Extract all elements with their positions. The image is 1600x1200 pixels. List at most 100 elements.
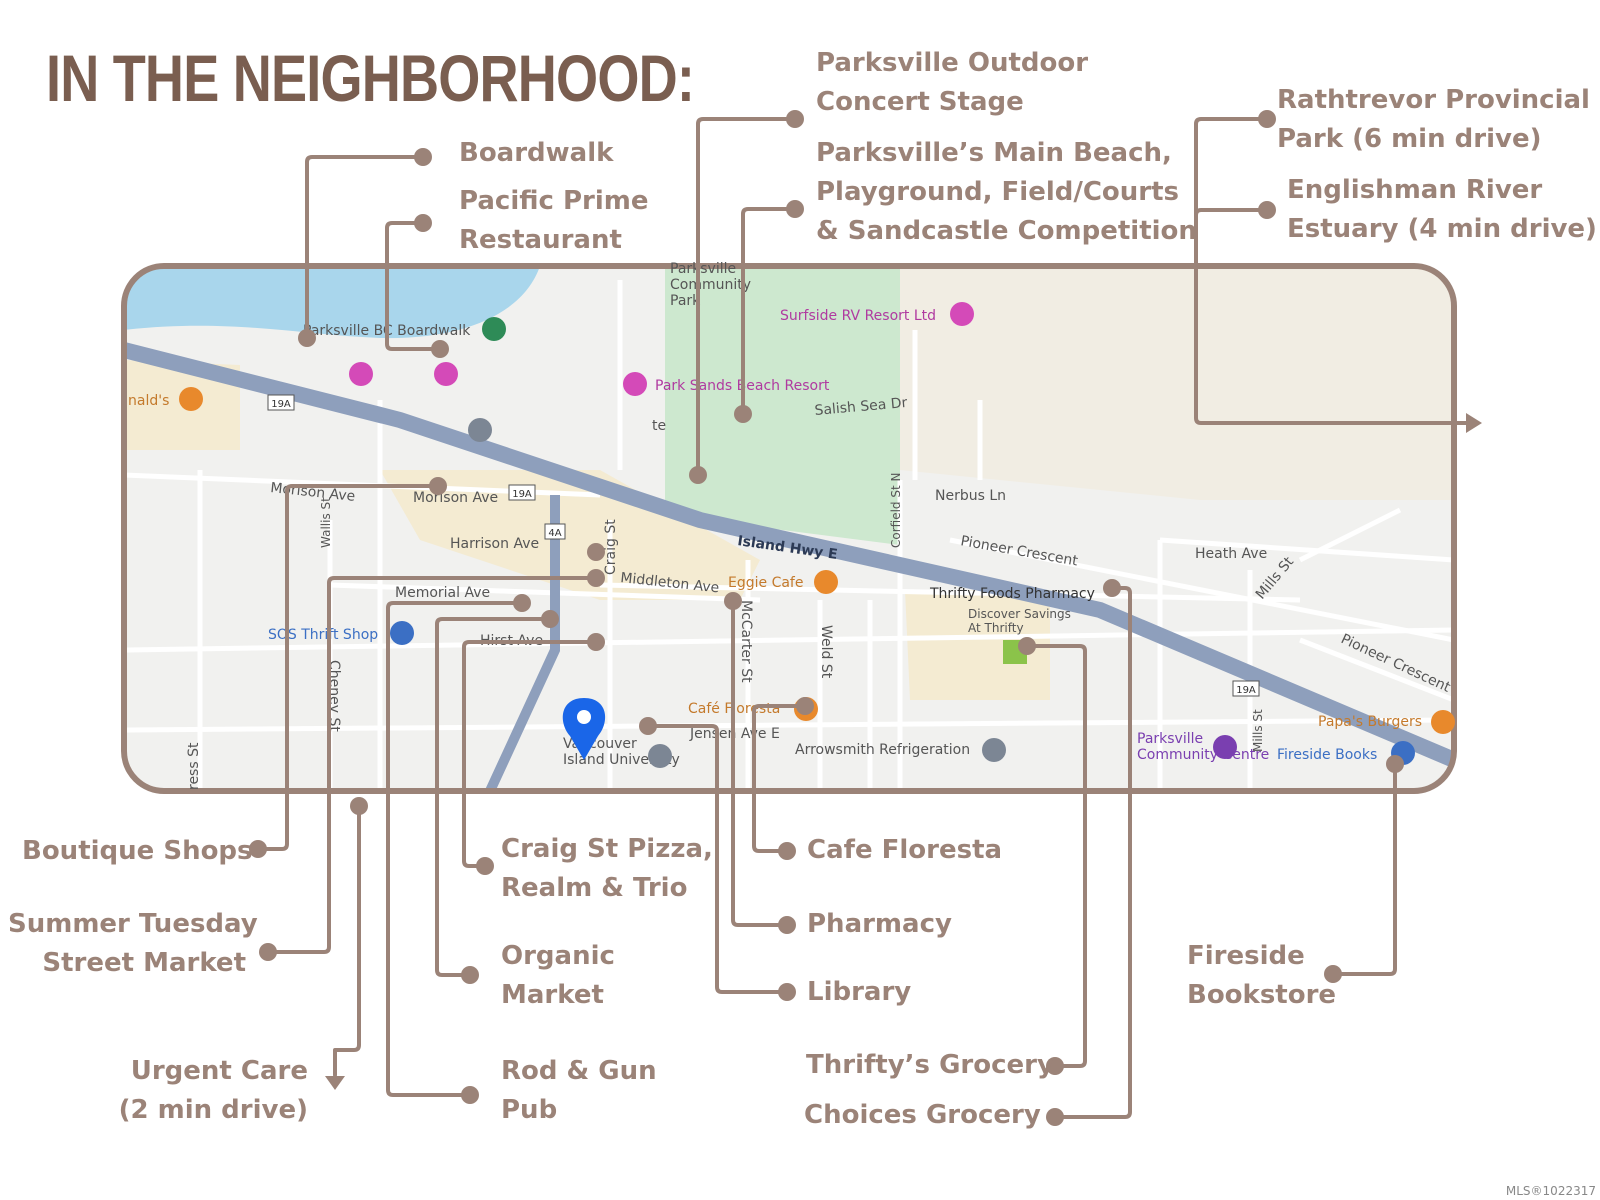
- label-mcdonalds: nald's: [128, 393, 169, 409]
- east-land: [900, 266, 1454, 500]
- label-fireside-bookstore: Fireside Bookstore: [1187, 941, 1337, 1010]
- map-base: [124, 266, 1454, 791]
- cafe-icon: [814, 570, 838, 594]
- highway-shields: 19A 19A 4A 19A: [267, 394, 1260, 697]
- label-mccarter: McCarter St: [738, 600, 754, 683]
- label-fireside: Fireside Books: [1277, 747, 1377, 763]
- connector-fireside: [1331, 762, 1397, 976]
- connector-rodgun: [386, 601, 524, 1097]
- home-marker-icon: [562, 698, 606, 760]
- connector-organic: [435, 617, 552, 977]
- label-pacific-prime: Pacific Prime Restaurant: [459, 186, 649, 255]
- label-cafe-floresta: Cafe Floresta: [807, 835, 1003, 865]
- home-marker-dot: [577, 710, 591, 724]
- label-nerbus: Nerbus Ln: [935, 488, 1006, 504]
- shield-4a: [544, 523, 566, 540]
- mls-watermark: MLS®1022317: [1505, 1184, 1596, 1198]
- poi-icons: [179, 302, 1455, 768]
- hotel-icon: [349, 362, 373, 386]
- arrow-right-icon: [1466, 413, 1482, 433]
- label-morison-e: Morison Ave: [413, 490, 498, 506]
- label-rod-gun: Rod & Gun Pub: [501, 1056, 657, 1125]
- shield-4a-text: 4A: [548, 528, 561, 539]
- label-craig-st: Craig St: [603, 519, 619, 575]
- shield-19a-mid: [508, 484, 536, 501]
- label-sos: SOS Thrift Shop: [268, 627, 378, 643]
- label-concert-stage: Parksville Outdoor Concert Stage: [816, 48, 1089, 117]
- community-icon: [1213, 735, 1237, 759]
- label-main-beach: Parksville’s Main Beach, Playground, Fie…: [816, 138, 1197, 246]
- restaurant-icon: [179, 387, 203, 411]
- label-corfield: Corfield St N: [889, 473, 903, 548]
- label-eggie: Eggie Cafe: [728, 575, 803, 591]
- label-thrifty: Thrifty Foods Pharmacy: [929, 586, 1095, 602]
- label-boardwalk-callout: Boardwalk: [459, 138, 614, 168]
- connector-urgent: [333, 804, 361, 1077]
- label-mills2: Mills St: [1251, 709, 1265, 752]
- connector-boutique: [256, 484, 440, 851]
- label-harrison: Harrison Ave: [450, 536, 539, 552]
- label-papas: Papa's Burgers: [1318, 714, 1422, 730]
- connector-englishman: [1194, 208, 1269, 217]
- thrifty-zone: [905, 590, 1050, 700]
- label-boutique-shops: Boutique Shops: [22, 836, 253, 866]
- place-icon: [468, 418, 492, 442]
- connector-thrifty: [1025, 644, 1087, 1068]
- connector-boardwalk: [305, 155, 425, 340]
- connector-lines: [256, 117, 1472, 1119]
- community-park: [665, 266, 900, 545]
- shield-19a-west: [267, 394, 295, 411]
- hiking-icon: [482, 317, 506, 341]
- downtown-zone: [380, 470, 760, 600]
- label-surfside: Surfside RV Resort Ltd: [780, 308, 936, 324]
- shield-19a-mid-text: 19A: [512, 489, 532, 500]
- connector-pacific: [385, 221, 442, 351]
- label-arrowsmith: Arrowsmith Refrigeration: [795, 742, 970, 758]
- connector-beach: [741, 207, 797, 416]
- shop-icon: [390, 621, 414, 645]
- hotel-icon: [623, 372, 647, 396]
- connector-craig: [462, 640, 598, 868]
- label-urgent-care: Urgent Care (2 min drive): [118, 1056, 308, 1125]
- label-englishman: Englishman River Estuary (4 min drive): [1287, 175, 1597, 244]
- label-rathtrevor: Rathtrevor Provincial Park (6 min drive): [1277, 85, 1590, 154]
- hotel-icon: [950, 302, 974, 326]
- highway-19a: [124, 342, 1454, 768]
- connector-concert: [696, 117, 797, 477]
- school-icon: [648, 744, 672, 768]
- label-choices-grocery: Choices Grocery: [804, 1100, 1041, 1130]
- bay-water: [124, 266, 540, 339]
- connector-library: [646, 724, 789, 994]
- connector-choices: [1053, 586, 1132, 1119]
- arrow-down-icon: [325, 1076, 345, 1090]
- label-heath: Heath Ave: [1195, 546, 1267, 562]
- shield-19a-east-text: 19A: [1236, 685, 1256, 696]
- label-weld: Weld St: [818, 625, 834, 679]
- restaurant-icon: [434, 362, 458, 386]
- label-craig-st-pizza: Craig St Pizza, Realm & Trio: [501, 834, 713, 903]
- connector-dots: [249, 110, 1404, 1126]
- shield-19a-west-text: 19A: [271, 399, 291, 410]
- connector-floresta: [752, 704, 807, 853]
- page-title: IN THE NEIGHBORHOOD:: [46, 41, 695, 115]
- label-te: te: [652, 418, 666, 434]
- label-thriftys-grocery: Thrifty’s Grocery: [806, 1050, 1054, 1080]
- label-wallis: Wallis St: [319, 497, 333, 548]
- place-icon: [982, 738, 1006, 762]
- connector-summer: [266, 576, 598, 954]
- shield-19a-east: [1232, 680, 1260, 697]
- label-memorial: Memorial Ave: [395, 585, 490, 601]
- connector-rathtrevor: [1194, 117, 1472, 425]
- connector-pharmacy: [731, 599, 789, 927]
- label-ress: ress St: [186, 742, 202, 790]
- restaurant-icon: [1431, 710, 1455, 734]
- highway-4a: [485, 495, 560, 791]
- label-library: Library: [807, 977, 912, 1007]
- map-frame: [121, 263, 1457, 794]
- label-summer-market: Summer Tuesday Street Market: [8, 909, 258, 978]
- label-organic-market: Organic Market: [501, 941, 615, 1010]
- label-pharmacy: Pharmacy: [807, 909, 952, 939]
